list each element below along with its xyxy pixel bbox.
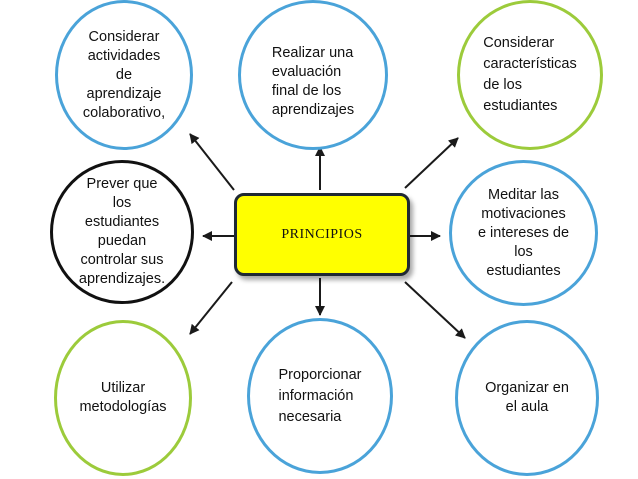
arrow-to-colaborativo xyxy=(189,133,235,191)
node-motivaciones: Meditar las motivaciones e intereses de … xyxy=(449,160,598,306)
node-metodologias-label: Utilizar metodologías xyxy=(79,380,167,415)
arrow-to-aula xyxy=(404,281,466,339)
node-colaborativo: Considerar actividades de aprendizaje co… xyxy=(55,0,193,150)
center-principios-box: PRINCIPIOS xyxy=(234,193,410,276)
node-informacion-label: Proporcionar información necesaria xyxy=(278,366,362,425)
node-caracteristicas: Considerar características de los estudi… xyxy=(457,0,603,150)
node-caracteristicas-label: Considerar características de los estudi… xyxy=(483,35,577,114)
center-principios-label: PRINCIPIOS xyxy=(281,226,363,242)
node-aula-label: Organizar en el aula xyxy=(485,380,569,415)
node-informacion: Proporcionar información necesaria xyxy=(247,318,393,474)
arrow-to-metodologias xyxy=(189,281,233,335)
node-colaborativo-label: Considerar actividades de aprendizaje co… xyxy=(82,28,166,121)
node-metodologias: Utilizar metodologías xyxy=(54,320,192,476)
node-motivaciones-label: Meditar las motivaciones e intereses de … xyxy=(477,186,570,279)
node-evaluacion: Realizar una evaluación final de los apr… xyxy=(238,0,388,150)
arrow-to-caracteristicas xyxy=(404,137,459,189)
node-evaluacion-label: Realizar una evaluación final de los apr… xyxy=(271,45,355,118)
node-aula: Organizar en el aula xyxy=(455,320,599,476)
node-prever-label: Prever que los estudiantes puedan contro… xyxy=(78,176,166,287)
node-prever: Prever que los estudiantes puedan contro… xyxy=(50,160,194,304)
